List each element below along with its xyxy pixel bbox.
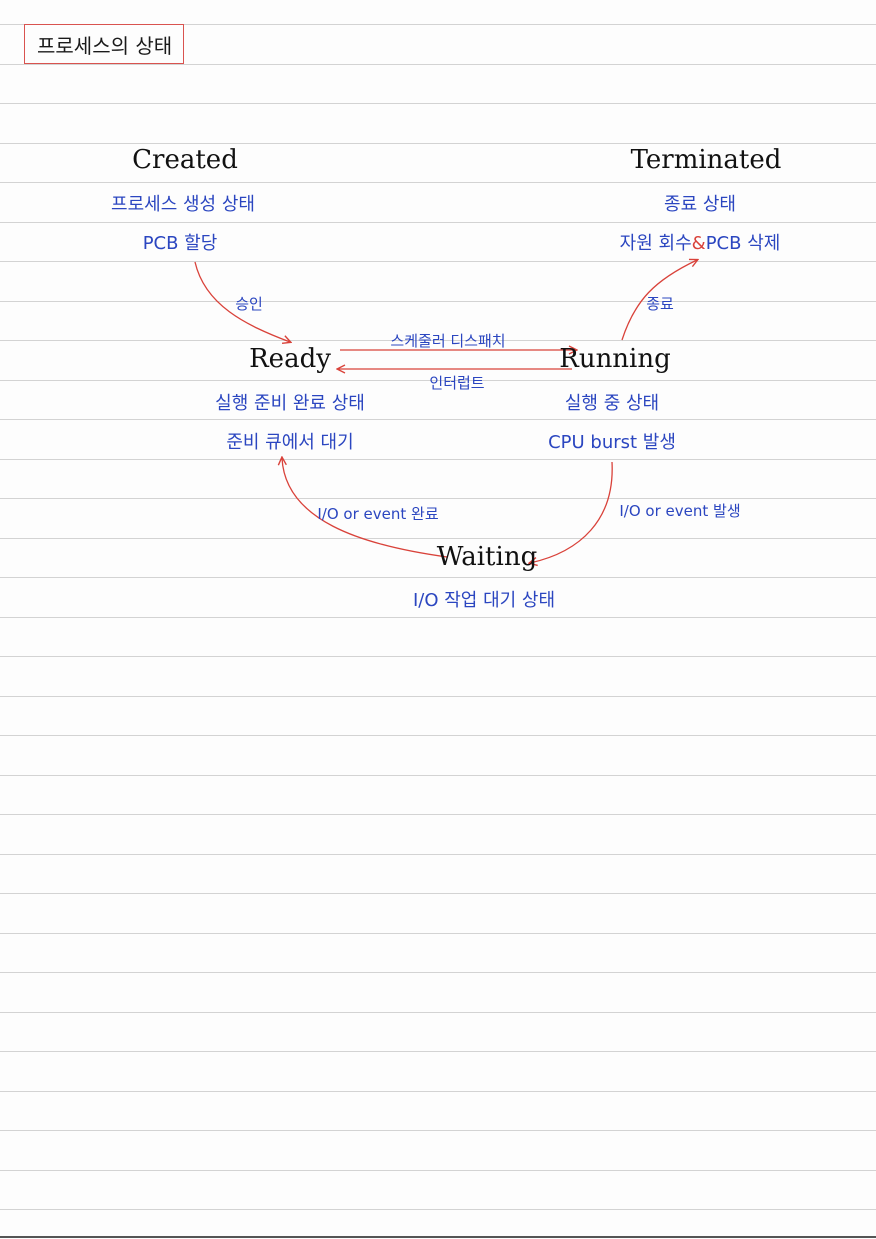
created-description: 프로세스 생성 상태 [111,194,255,215]
rule-line [0,538,876,539]
label-admit: 승인 [235,295,263,313]
rule-line [0,380,876,381]
label-dispatch: 스케줄러 디스패치 [390,332,506,350]
arrow-io-complete [282,458,448,558]
state-ready: Ready [249,344,331,374]
arrow-admit [194,261,290,342]
rule-line [0,972,876,973]
rule-line [0,1170,876,1171]
terminated-detail: 자원 회수&PCB 삭제 [620,229,781,255]
ready-description: 실행 준비 완료 상태 [215,393,365,414]
running-detail: CPU burst 발생 [548,432,676,453]
rule-line [0,182,876,183]
running-description: 실행 중 상태 [564,393,660,414]
ampersand: & [691,233,706,254]
rule-line [0,103,876,104]
terminated-description: 종료 상태 [664,194,736,215]
rule-line [0,64,876,65]
ready-detail: 준비 큐에서 대기 [226,432,354,453]
created-detail: PCB 할당 [142,233,218,254]
arrow-io-wait [530,461,613,563]
state-waiting: Waiting [436,542,538,572]
rule-line [0,419,876,420]
rule-line [0,933,876,934]
rule-line [0,143,876,144]
state-terminated: Terminated [630,145,782,175]
rule-line [0,775,876,776]
rule-line [0,1012,876,1013]
label-io-event-wait: I/O or event 발생 [619,502,741,520]
rule-line [0,656,876,657]
rule-line [0,261,876,262]
rule-line [0,301,876,302]
rule-line [0,459,876,460]
rule-line [0,577,876,578]
state-created: Created [132,145,238,175]
rule-line [0,498,876,499]
rule-line [0,814,876,815]
rule-line [0,1051,876,1052]
rule-line [0,1091,876,1092]
label-interrupt: 인터럽트 [429,374,485,392]
rule-line [0,222,876,223]
arrow-exit [621,260,697,341]
rule-line [0,854,876,855]
rule-line [0,1130,876,1131]
page-title: 프로세스의 상태 [24,24,184,64]
label-io-event-complete: I/O or event 완료 [317,505,439,523]
rule-line [0,340,876,341]
rule-line [0,617,876,618]
waiting-description: I/O 작업 대기 상태 [412,590,556,611]
rule-line [0,24,876,25]
rule-line [0,735,876,736]
bottom-rule-line [0,1236,876,1238]
terminated-detail-part1: 자원 회수 [619,233,692,254]
rule-line [0,1209,876,1210]
terminated-detail-part2: PCB 삭제 [705,233,781,254]
rule-line [0,696,876,697]
rule-line [0,893,876,894]
label-exit: 종료 [646,295,674,313]
state-running: Running [559,344,671,374]
